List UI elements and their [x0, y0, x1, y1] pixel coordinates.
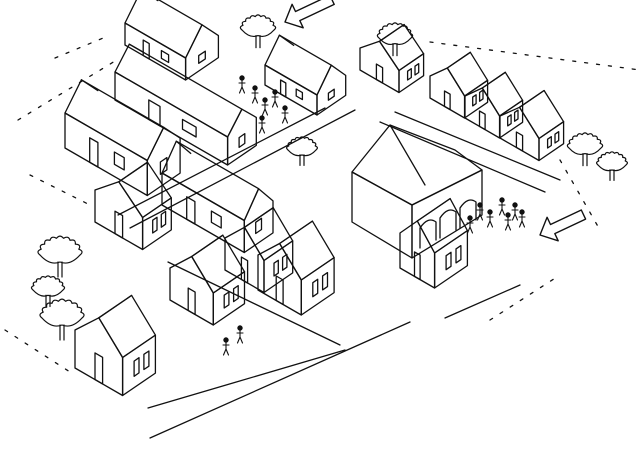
- house-center-pair: [161, 140, 274, 254]
- road-edge-front: [147, 349, 346, 409]
- house-right-row-3: [499, 89, 565, 162]
- people: [222, 75, 526, 356]
- entry-arrow-top: [284, 0, 335, 29]
- boundary-dash-top-left: [54, 35, 109, 59]
- house-left-upper: [64, 79, 181, 197]
- arrows: [284, 0, 587, 242]
- arcade-hall-group: [351, 124, 483, 289]
- house-left-mid: [94, 161, 172, 251]
- arcade-hall: [351, 124, 483, 259]
- road-edge-front-outer: [149, 321, 411, 439]
- tree-top: [239, 14, 277, 49]
- house-back-center: [264, 34, 347, 116]
- tree-center: [286, 136, 318, 166]
- house-right-row-1: [429, 51, 489, 119]
- houses: [64, 0, 565, 397]
- trees: [30, 14, 628, 341]
- tree-right-2: [596, 151, 628, 181]
- tree-left-3: [39, 298, 85, 341]
- house-back-left-top: [124, 0, 220, 81]
- road-edge-right-inner: [379, 121, 546, 193]
- tree-left-1: [37, 235, 83, 278]
- entry-arrow-right: [539, 209, 587, 242]
- boundary-dash-right-bottom: [489, 274, 561, 321]
- boundary-dash-left: [29, 174, 91, 206]
- tree-left-2: [30, 275, 66, 308]
- house-back-right-top: [359, 23, 425, 94]
- road-edge-right: [394, 111, 561, 181]
- people-group-front: [222, 325, 244, 356]
- boundary-dash-right: [559, 159, 601, 231]
- tree-top-right: [376, 22, 414, 57]
- house-center-front-2: [257, 220, 335, 316]
- house-front-left: [74, 294, 157, 397]
- boundary-dash-left-bottom: [4, 329, 71, 373]
- boundary-dashes: [4, 35, 641, 373]
- road-edge-lower: [167, 261, 341, 346]
- roads: [117, 107, 561, 439]
- house-right-front: [399, 197, 469, 289]
- boundary-dash-top-right: [429, 41, 641, 71]
- road-edge-right-front: [444, 284, 521, 319]
- people-group-plaza: [466, 197, 526, 234]
- boundary-dash-left-top: [17, 57, 121, 121]
- house-front-center: [169, 234, 246, 326]
- people-group-courtyard: [238, 75, 289, 134]
- long-house-upper-left: [114, 43, 257, 166]
- tree-right-1: [566, 132, 604, 167]
